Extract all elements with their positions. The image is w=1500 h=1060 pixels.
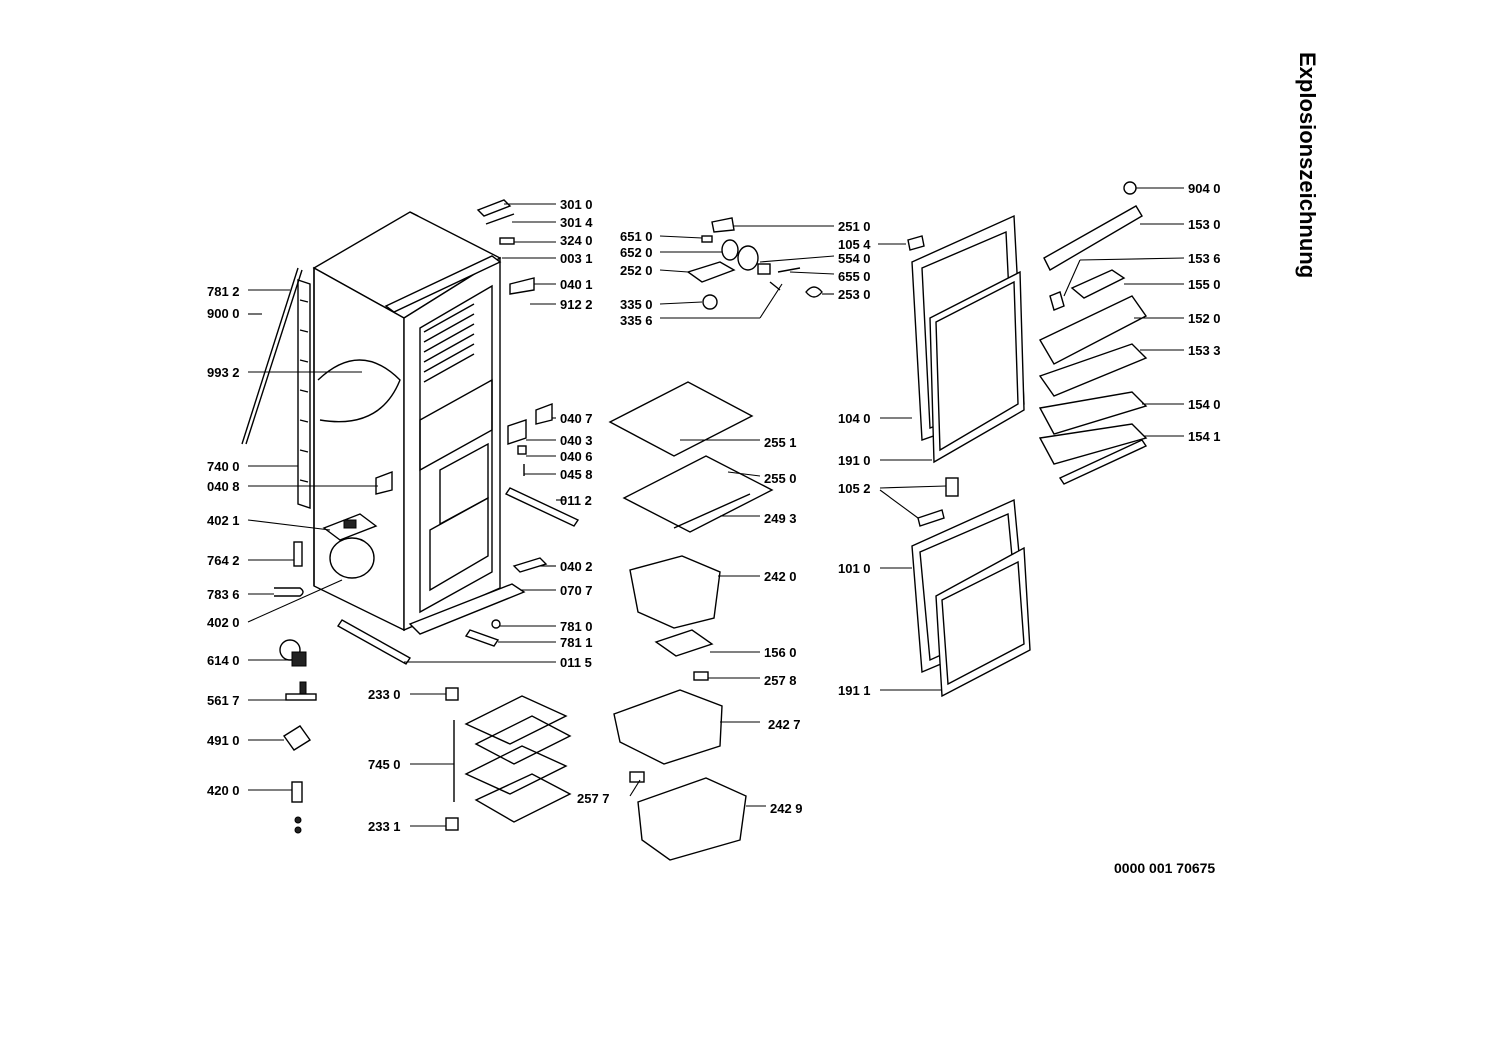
- label-154-1: 154 1: [1188, 429, 1221, 444]
- label-745-0: 745 0: [368, 757, 401, 772]
- label-255-1: 255 1: [764, 435, 797, 450]
- label-740-0: 740 0: [207, 459, 240, 474]
- label-242-7: 242 7: [768, 717, 801, 732]
- label-040-1: 040 1: [560, 277, 593, 292]
- label-652-0: 652 0: [620, 245, 653, 260]
- label-324-0: 324 0: [560, 233, 593, 248]
- tube-clip: [274, 587, 304, 597]
- label-242-9: 242 9: [770, 801, 803, 816]
- label-152-0: 152 0: [1188, 311, 1221, 326]
- relay-cover: [282, 725, 312, 751]
- label-156-0: 156 0: [764, 645, 797, 660]
- label-154-0: 154 0: [1188, 397, 1221, 412]
- label-255-0: 255 0: [764, 471, 797, 486]
- door-shelf-3: [1038, 391, 1148, 435]
- label-554-0: 554 0: [838, 251, 871, 266]
- label-257-7: 257 7: [577, 791, 610, 806]
- cap-part: [1123, 181, 1137, 195]
- filter-drier: [293, 541, 303, 567]
- label-040-2: 040 2: [560, 559, 593, 574]
- label-155-0: 155 0: [1188, 277, 1221, 292]
- drawer-lower: [637, 777, 747, 861]
- crisper-bin: [629, 555, 721, 629]
- label-402-0: 402 0: [207, 615, 240, 630]
- label-252-0: 252 0: [620, 263, 653, 278]
- label-153-3: 153 3: [1188, 343, 1221, 358]
- label-420-0: 420 0: [207, 783, 240, 798]
- door-shelf-4: [1038, 423, 1148, 465]
- label-614-0: 614 0: [207, 653, 240, 668]
- label-257-8: 257 8: [764, 673, 797, 688]
- label-655-0: 655 0: [838, 269, 871, 284]
- door-shelf-2: [1038, 343, 1148, 397]
- label-912-2: 912 2: [560, 297, 593, 312]
- rail-part-lower: [336, 619, 412, 665]
- label-335-6: 335 6: [620, 313, 653, 328]
- label-242-0: 242 0: [764, 569, 797, 584]
- glass-shelf-framed: [608, 381, 754, 457]
- label-105-2: 105 2: [838, 481, 871, 496]
- upper-door: [911, 214, 1025, 464]
- drawer-upper: [613, 689, 723, 765]
- capacitor: [291, 781, 303, 803]
- label-191-1: 191 1: [838, 683, 871, 698]
- starter: [299, 681, 307, 695]
- label-011-2: 011 2: [560, 493, 592, 508]
- label-491-0: 491 0: [207, 733, 240, 748]
- label-253-0: 253 0: [838, 287, 871, 302]
- hinge-cover: [945, 477, 959, 497]
- label-070-7: 070 7: [560, 583, 593, 598]
- label-003-1: 003 1: [560, 251, 593, 266]
- label-040-3: 040 3: [560, 433, 593, 448]
- label-781-2: 781 2: [207, 284, 240, 299]
- label-153-0: 153 0: [1188, 217, 1221, 232]
- label-301-0: 301 0: [560, 197, 593, 212]
- compressor: [322, 513, 378, 579]
- rail-part: [504, 487, 580, 527]
- wire-shelves: [445, 687, 572, 831]
- document-number: 0000 001 70675: [1114, 860, 1216, 876]
- label-040-8: 040 8: [207, 479, 240, 494]
- label-045-8: 045 8: [560, 467, 593, 482]
- lower-door: [911, 498, 1031, 698]
- label-011-5: 011 5: [560, 655, 592, 670]
- ice-tray: [654, 629, 714, 657]
- label-561-7: 561 7: [207, 693, 240, 708]
- door-shelf-1: [1039, 295, 1148, 365]
- label-104-0: 104 0: [838, 411, 871, 426]
- label-993-2: 993 2: [207, 365, 240, 380]
- hinge-parts: [375, 199, 553, 573]
- label-402-1: 402 1: [207, 513, 240, 528]
- label-335-0: 335 0: [620, 297, 653, 312]
- label-040-6: 040 6: [560, 449, 593, 464]
- glass-shelf: [622, 455, 774, 533]
- part-labels: 301 0 301 4 324 0 003 1 040 1 912 2 781 …: [207, 181, 1221, 834]
- label-900-0: 900 0: [207, 306, 240, 321]
- label-191-0: 191 0: [838, 453, 871, 468]
- label-783-6: 783 6: [207, 587, 240, 602]
- label-251-0: 251 0: [838, 219, 871, 234]
- label-233-0: 233 0: [368, 687, 401, 702]
- label-249-3: 249 3: [764, 511, 797, 526]
- label-301-4: 301 4: [560, 215, 593, 230]
- pipe-part: [241, 267, 299, 445]
- label-105-4: 105 4: [838, 237, 871, 252]
- label-233-1: 233 1: [368, 819, 401, 834]
- door-rail-upper: [1043, 205, 1143, 271]
- label-764-2: 764 2: [207, 553, 240, 568]
- label-781-1: 781 1: [560, 635, 593, 650]
- egg-tray: [1070, 269, 1126, 299]
- label-781-0: 781 0: [560, 619, 593, 634]
- label-651-0: 651 0: [620, 229, 653, 244]
- bottle-rail: [1058, 439, 1148, 485]
- label-040-7: 040 7: [560, 411, 593, 426]
- label-904-0: 904 0: [1188, 181, 1221, 196]
- label-153-6: 153 6: [1188, 251, 1221, 266]
- label-101-0: 101 0: [838, 561, 871, 576]
- cabinet-body: [297, 211, 526, 635]
- leader-lines: [247, 187, 1185, 827]
- thermostat-assembly: [686, 217, 925, 310]
